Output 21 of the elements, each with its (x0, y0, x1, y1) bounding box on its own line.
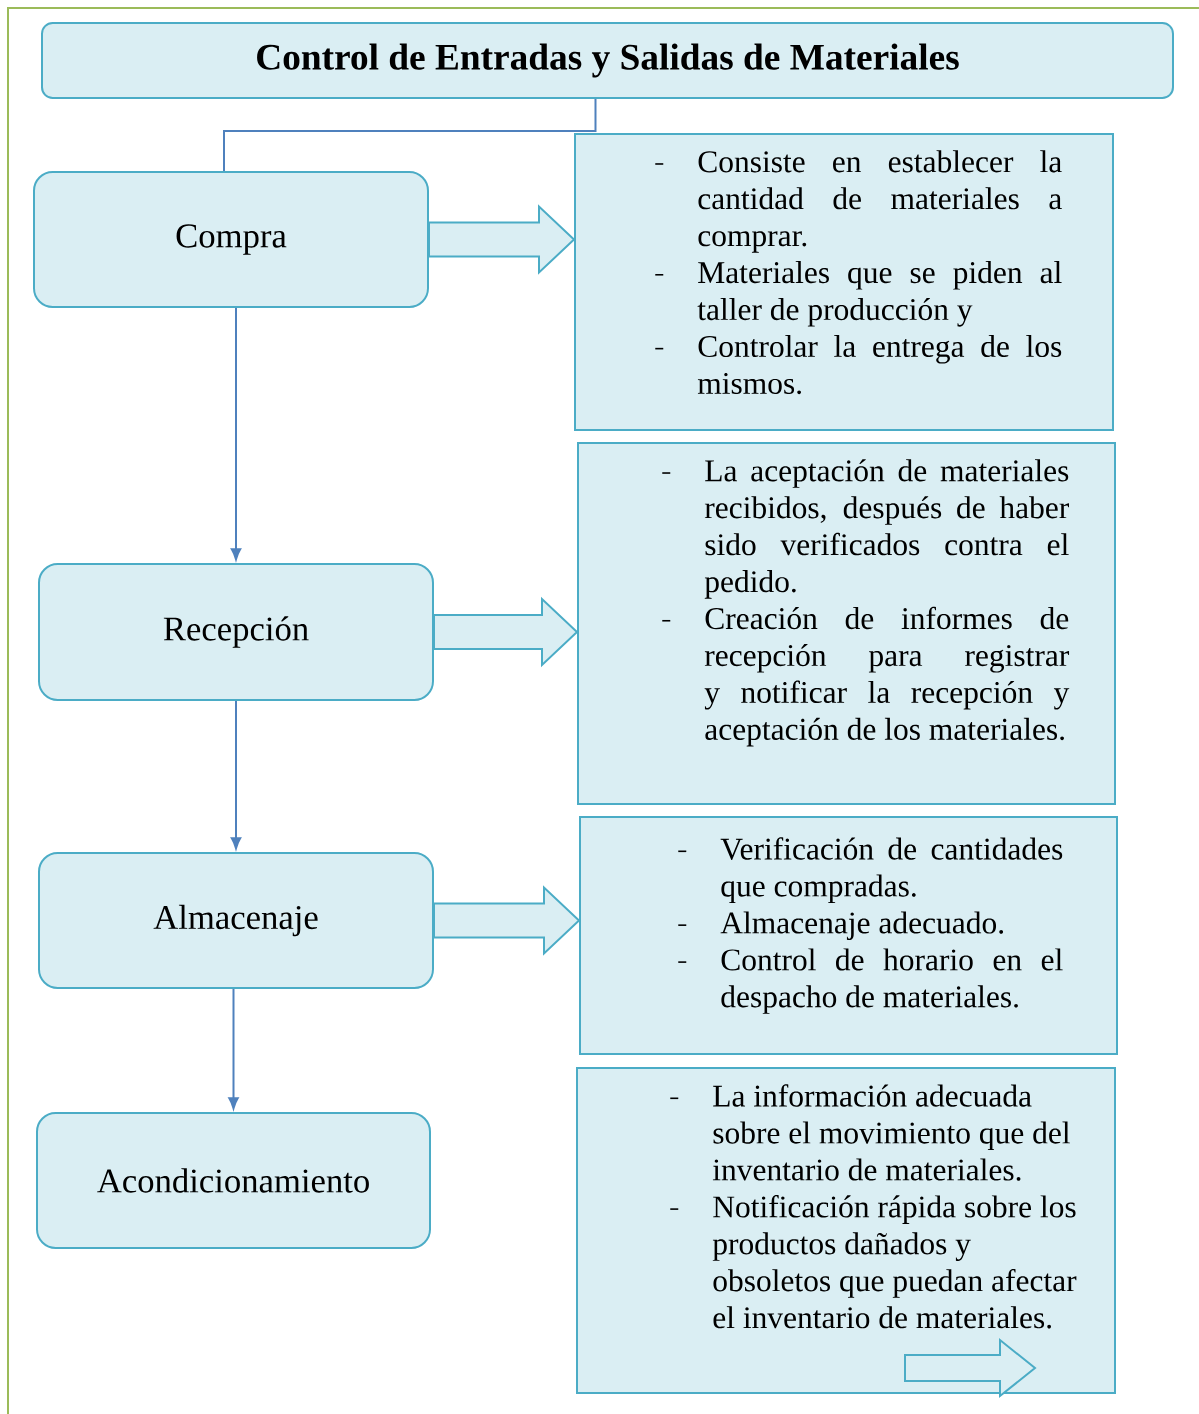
bullet-text: Creación de informes de recepción para registrar y notificar la recepción y aceptación de los materiales. (661, 606, 1070, 747)
bullet-text: La aceptación de materiales recibidos, después de haber sido verificados contra el pedido. (661, 459, 1069, 599)
bullet-text: Notificación rápida sobre los productos dañados y obsoletos que puedan afectar el inventario de materiales. (669, 1195, 1077, 1329)
block-arrow (428, 204, 576, 275)
bullet-text: Consiste en establecer la cantidad de materiales a comprar. (654, 150, 1062, 253)
arrow (230, 307, 242, 561)
arrow (230, 700, 242, 850)
block-arrow (433, 596, 579, 668)
bullet-text: Control de horario en el despacho de materiales. (677, 948, 1063, 1014)
block-arrow (433, 885, 581, 956)
process-box: Recepción (38, 563, 434, 701)
bullet-text: Materiales que se piden al taller de producción y (654, 261, 1062, 327)
process-box: Almacenaje (38, 852, 434, 989)
title-box: Control de Entradas y Salidas de Materiales (41, 22, 1174, 99)
bullet-text: La información adecuada sobre el movimiento que del inventario de materiales. (669, 1084, 1070, 1181)
arrow (228, 988, 239, 1110)
process-box: Acondicionamiento (36, 1112, 431, 1249)
bullet-text: Controlar la entrega de los mismos. (654, 334, 1062, 395)
bullet-text: Verificación de cantidades que compradas. (677, 837, 1063, 904)
bullet-text: Almacenaje adecuado. (677, 911, 1003, 940)
process-box: Compra (33, 171, 429, 308)
